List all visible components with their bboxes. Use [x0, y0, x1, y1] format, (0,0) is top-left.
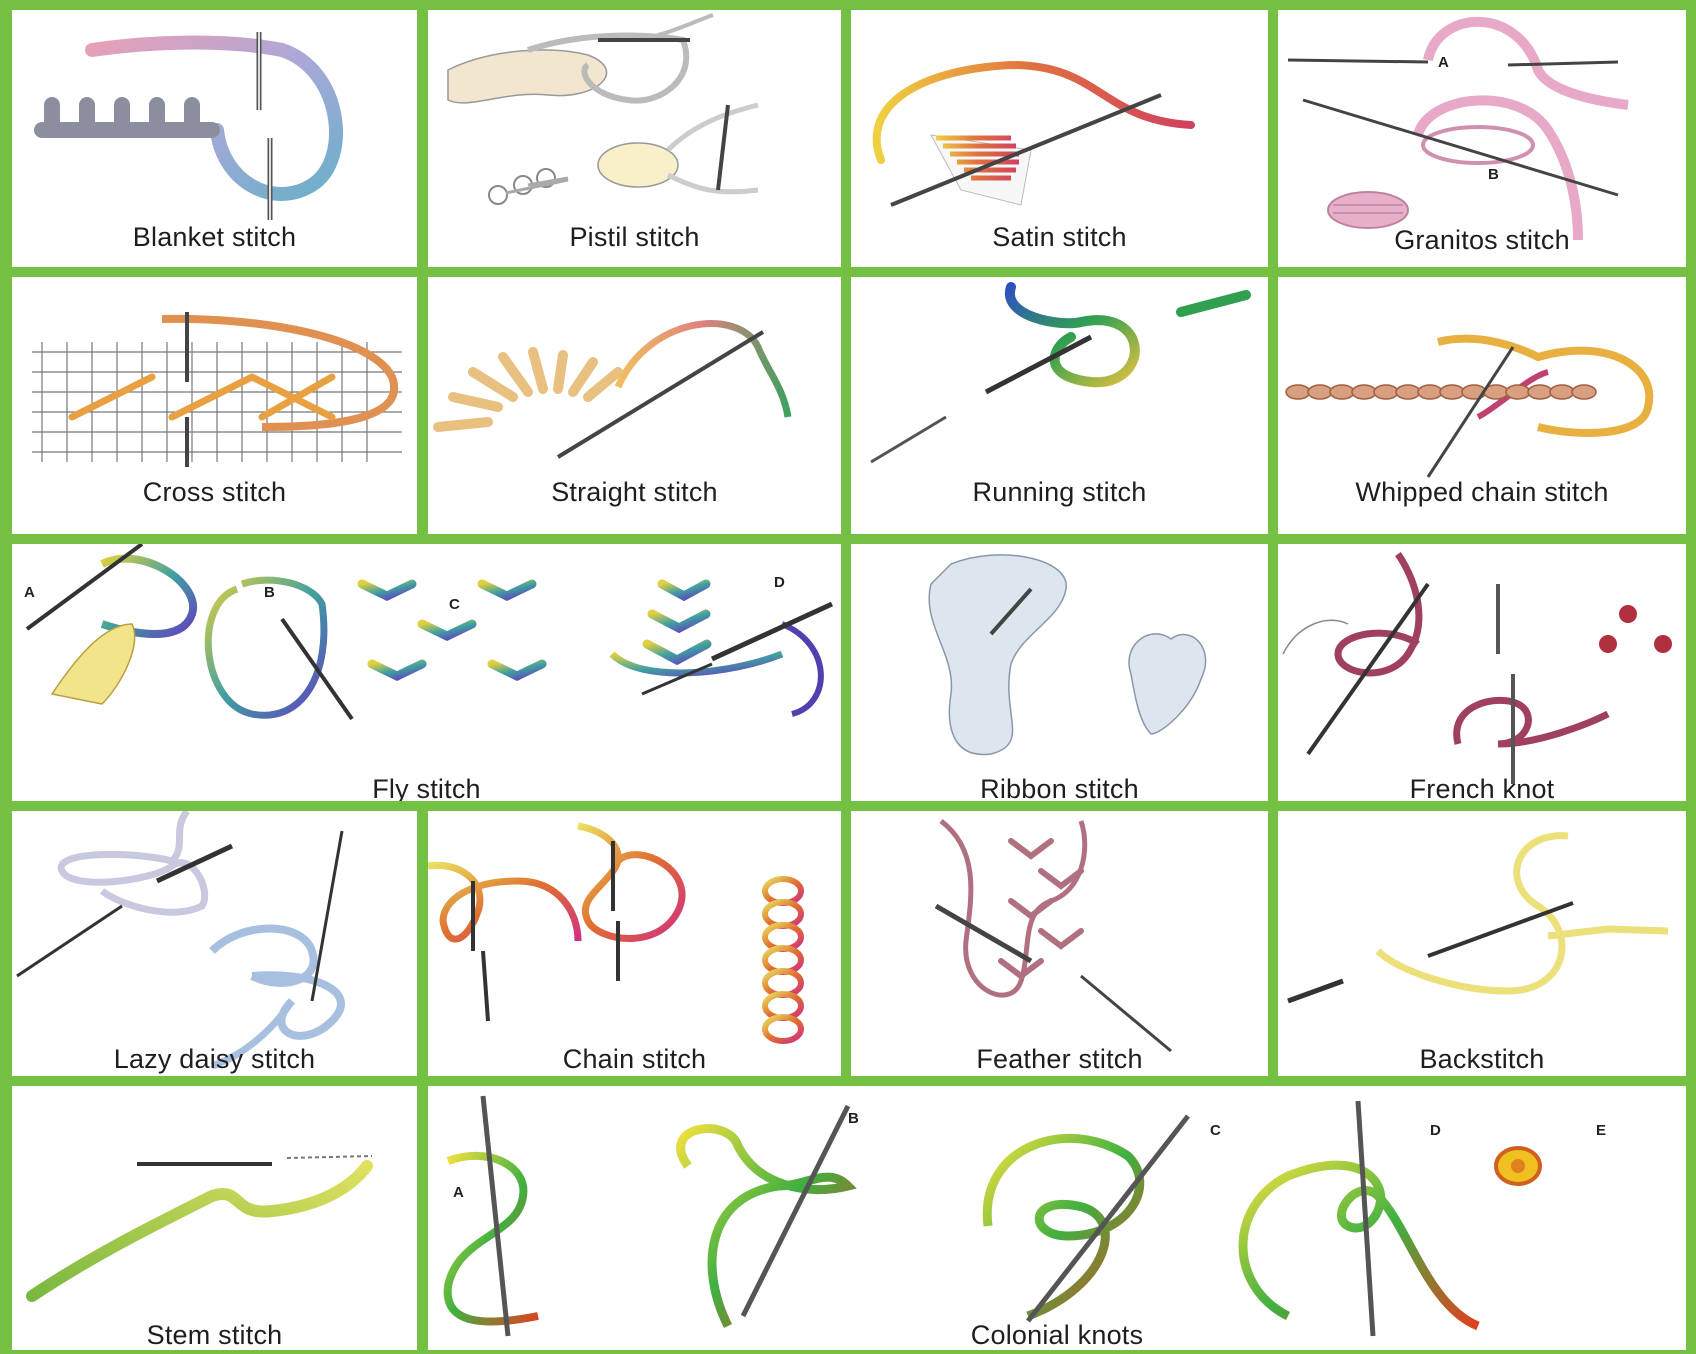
panel-running-stitch: Running stitch — [851, 277, 1268, 534]
fly-step-b-label: B — [264, 584, 275, 601]
colonial-knots-illustration — [428, 1086, 1686, 1350]
colonial-step-b-label: B — [848, 1110, 859, 1127]
ribbon-stitch-caption: Ribbon stitch — [851, 774, 1268, 801]
chain-stitch-illustration — [428, 811, 841, 1076]
fly-step-d-label: D — [774, 574, 785, 591]
panel-fly-stitch: A B C D Fly stitch — [12, 544, 841, 801]
panel-blanket-stitch: Blanket stitch — [12, 10, 417, 267]
feather-stitch-caption: Feather stitch — [851, 1044, 1268, 1075]
colonial-step-c-label: C — [1210, 1122, 1221, 1139]
french-knot-caption: French knot — [1278, 774, 1686, 801]
panel-satin-stitch: Satin stitch — [851, 10, 1268, 267]
colonial-step-e-label: E — [1596, 1122, 1606, 1139]
panel-chain-stitch: Chain stitch — [428, 811, 841, 1076]
fly-stitch-illustration — [12, 544, 841, 801]
straight-stitch-caption: Straight stitch — [428, 477, 841, 508]
fly-step-a-label: A — [24, 584, 35, 601]
fly-stitch-caption: Fly stitch — [12, 774, 841, 801]
panel-colonial-knots: A B C D E Colonial knots — [428, 1086, 1686, 1350]
stem-stitch-illustration — [12, 1086, 417, 1350]
fly-step-c-label: C — [449, 596, 460, 613]
whipped-chain-stitch-caption: Whipped chain stitch — [1278, 477, 1686, 508]
colonial-step-a-label: A — [453, 1184, 464, 1201]
lazy-daisy-stitch-caption: Lazy daisy stitch — [12, 1044, 417, 1075]
lazy-daisy-stitch-illustration — [12, 811, 417, 1076]
running-stitch-caption: Running stitch — [851, 477, 1268, 508]
backstitch-caption: Backstitch — [1278, 1044, 1686, 1075]
panel-pistil-stitch: Pistil stitch — [428, 10, 841, 267]
blanket-stitch-caption: Blanket stitch — [12, 222, 417, 253]
colonial-knots-caption: Colonial knots — [428, 1320, 1686, 1350]
satin-stitch-caption: Satin stitch — [851, 222, 1268, 253]
panel-cross-stitch: Cross stitch — [12, 277, 417, 534]
panel-feather-stitch: Feather stitch — [851, 811, 1268, 1076]
panel-french-knot: French knot — [1278, 544, 1686, 801]
colonial-step-d-label: D — [1430, 1122, 1441, 1139]
chain-stitch-caption: Chain stitch — [428, 1044, 841, 1075]
panel-granitos-stitch: A B Granitos stitch — [1278, 10, 1686, 267]
panel-stem-stitch: Stem stitch — [12, 1086, 417, 1350]
granitos-step-a-label: A — [1438, 54, 1449, 71]
cross-stitch-caption: Cross stitch — [12, 477, 417, 508]
granitos-step-b-label: B — [1488, 166, 1499, 183]
pistil-stitch-caption: Pistil stitch — [428, 222, 841, 253]
granitos-stitch-caption: Granitos stitch — [1278, 225, 1686, 256]
stem-stitch-caption: Stem stitch — [12, 1320, 417, 1350]
panel-ribbon-stitch: Ribbon stitch — [851, 544, 1268, 801]
panel-backstitch: Backstitch — [1278, 811, 1686, 1076]
french-knot-illustration — [1278, 544, 1686, 801]
panel-straight-stitch: Straight stitch — [428, 277, 841, 534]
backstitch-illustration — [1278, 811, 1686, 1076]
feather-stitch-illustration — [851, 811, 1268, 1076]
ribbon-stitch-illustration — [851, 544, 1268, 801]
panel-lazy-daisy-stitch: Lazy daisy stitch — [12, 811, 417, 1076]
panel-whipped-chain-stitch: Whipped chain stitch — [1278, 277, 1686, 534]
